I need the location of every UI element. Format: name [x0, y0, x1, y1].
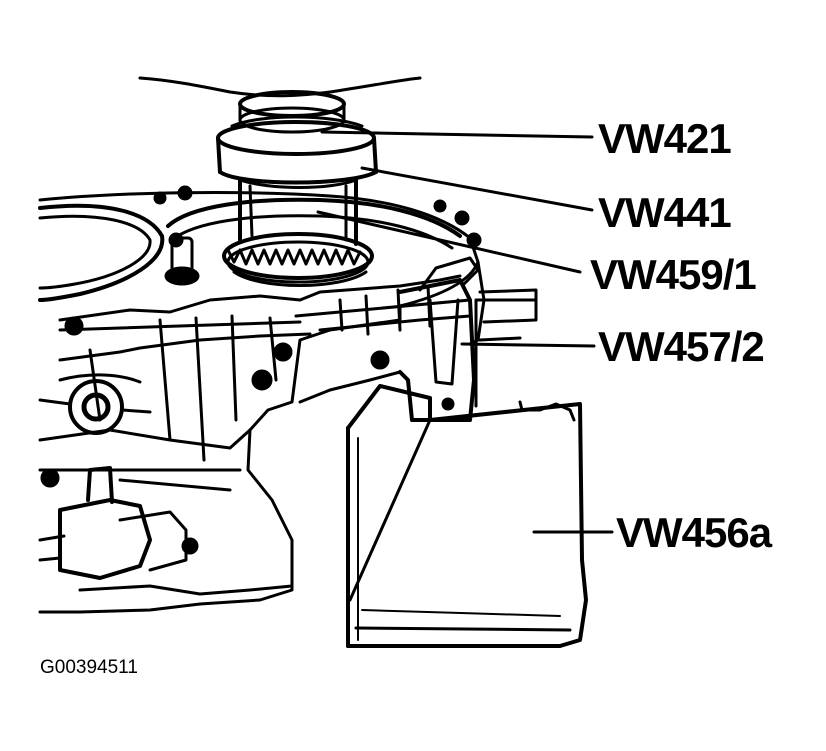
tool-assembly [138, 76, 422, 287]
transmission-housing [38, 185, 482, 614]
callout-vw421: VW421 [598, 115, 732, 162]
callout-vw457-2: VW457/2 [598, 323, 765, 370]
callout-vw456a: VW456a [616, 509, 772, 556]
leader-lines [316, 130, 614, 534]
callout-vw441: VW441 [598, 189, 732, 236]
shaft-cable [138, 76, 422, 98]
bracket-vw457-2 [398, 256, 538, 422]
leader-vw441 [360, 166, 594, 212]
leader-vw421 [320, 130, 594, 139]
leader-vw459-1 [316, 210, 582, 274]
figure-reference-code: G00394511 [40, 657, 138, 678]
support-stand-vw456a [346, 298, 588, 648]
callout-vw459-1: VW459/1 [590, 251, 757, 298]
leader-vw457-2 [460, 342, 596, 348]
